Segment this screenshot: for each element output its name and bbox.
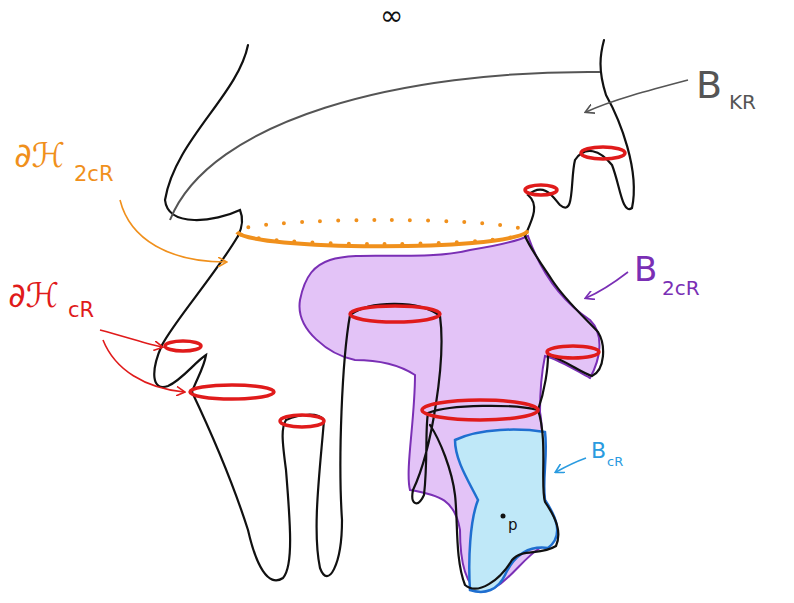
manifold-outline <box>154 40 634 589</box>
point-p <box>501 514 506 519</box>
boundary-subscript: cR <box>68 300 94 321</box>
boundary-h2cr <box>237 220 527 246</box>
leader-arrow <box>556 458 586 472</box>
region-bkr-arc <box>170 72 600 220</box>
boundary-label: ∂ℋ <box>8 278 59 312</box>
region-subscript: 2cR <box>662 278 700 298</box>
region-label: B <box>634 252 657 286</box>
point-label: p <box>508 518 518 533</box>
region-subscript: cR <box>607 455 623 468</box>
region-b2cr <box>300 236 600 592</box>
boundary-subscript: 2cR <box>74 164 114 185</box>
boundary-label: ∂ℋ <box>14 138 65 172</box>
leader-arrow <box>103 340 184 392</box>
leader-arrow <box>120 200 226 262</box>
leader-arrow <box>100 330 162 347</box>
boundary-hcr <box>165 147 625 427</box>
leader-arrow <box>586 80 688 112</box>
region-label: B <box>696 66 722 104</box>
infinity-label: ∞ <box>380 2 403 30</box>
leader-arrow <box>586 272 628 298</box>
region-subscript: KR <box>729 92 756 112</box>
region-label: B <box>591 440 606 462</box>
